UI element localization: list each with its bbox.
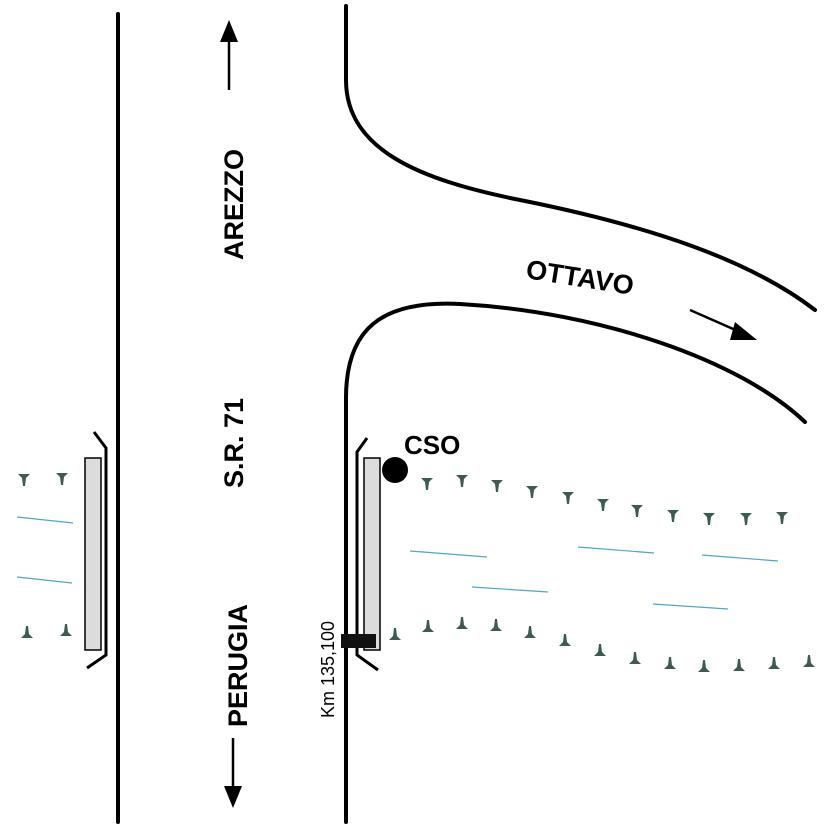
right-bridge (341, 437, 381, 672)
left-bridge (84, 431, 108, 670)
riverbank-marker (594, 644, 606, 656)
label-perugia: PERUGIA (223, 604, 253, 727)
riverbank-marker (664, 657, 676, 669)
label-cso: CSO (404, 430, 460, 460)
south-arrow-head (224, 786, 242, 808)
label-arezzo: AREZZO (219, 149, 249, 260)
riverbank-marker (667, 510, 679, 522)
riverbank-marker (631, 505, 643, 517)
riverbank-marker (490, 619, 502, 631)
left-bridge-rail (86, 431, 108, 670)
cso-point-marker (382, 457, 408, 483)
water-line (471, 586, 549, 593)
branch-road-upper-edge (344, 4, 817, 312)
left-bridge-deck (84, 457, 102, 651)
north-arrow (220, 20, 238, 90)
riverbank-marker (389, 628, 401, 640)
water-line (652, 603, 729, 610)
riverbank-marker (422, 620, 434, 632)
riverbank-marker (526, 486, 538, 498)
water-line (16, 516, 74, 524)
water-line (701, 554, 779, 562)
riverbank-marker (768, 657, 780, 669)
riverbank-marker (597, 499, 609, 511)
right-bridge-rail (355, 437, 379, 672)
riverbank-marker (733, 659, 745, 671)
riverbank-marker (56, 473, 68, 485)
riverbank-marker (559, 634, 571, 646)
riverbank-marker (703, 513, 715, 525)
branch-road-lower-edge (344, 301, 807, 824)
label-ottavo: OTTAVO (524, 254, 636, 301)
riverbank-marker (421, 478, 433, 490)
riverbank-marker (456, 617, 468, 629)
riverbank-marker (776, 512, 788, 524)
right-bridge-deck (363, 457, 381, 651)
water-line (16, 576, 73, 584)
riverbank-marker (698, 660, 710, 672)
riverbank-marker (803, 655, 815, 667)
branch-arrow-shaft (689, 308, 741, 334)
riverbank-marker (562, 492, 574, 504)
riverbank-marker (18, 474, 30, 486)
label-road-name: S.R. 71 (219, 398, 249, 488)
riverbank-left (18, 473, 72, 638)
label-kilometer: Km 135,100 (318, 621, 338, 718)
water-lines (16, 516, 779, 610)
water-line (409, 550, 488, 558)
branch-arrow (689, 308, 757, 340)
riverbank-lower (389, 617, 815, 672)
branch-arrow-head (730, 322, 757, 340)
riverbank-marker (740, 513, 752, 525)
riverbank-marker (456, 475, 468, 487)
riverbank-marker (524, 626, 536, 638)
south-arrow (224, 738, 242, 808)
riverbank-marker (629, 652, 641, 664)
riverbank-marker (491, 480, 503, 492)
kilometer-marker-block (341, 634, 376, 648)
riverbank-marker (60, 624, 72, 636)
water-line (577, 546, 655, 554)
riverbank-upper (421, 475, 788, 525)
north-arrow-head (220, 20, 238, 42)
riverbank-marker (21, 626, 33, 638)
